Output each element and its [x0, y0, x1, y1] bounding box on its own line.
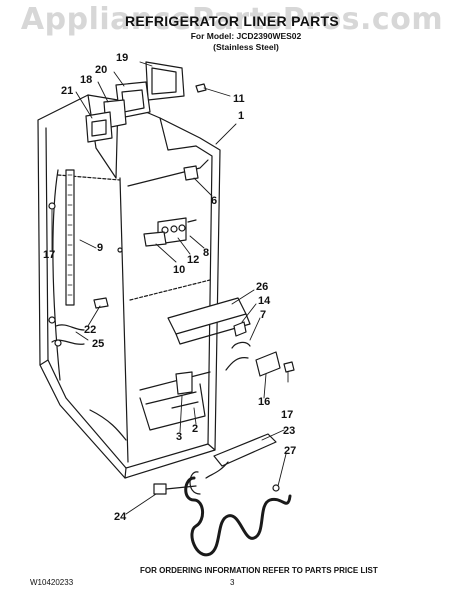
diagram-title: REFRIGERATOR LINER PARTS [124, 13, 340, 29]
right-side-parts [167, 297, 295, 377]
callout-22: 22 [84, 324, 97, 336]
callout-6: 6 [211, 195, 218, 207]
callout-10: 10 [173, 264, 186, 276]
callout-20: 20 [95, 64, 108, 76]
callout-17-right: 17 [281, 409, 294, 421]
document-number: W10420233 [30, 578, 74, 587]
callout-24: 24 [114, 511, 127, 523]
callout-9: 9 [97, 242, 104, 254]
callout-16: 16 [258, 396, 271, 408]
callout-11: 11 [233, 93, 245, 105]
callout-21: 21 [61, 85, 74, 97]
left-side-parts [48, 202, 123, 347]
callout-18: 18 [80, 74, 93, 86]
bottom-bracket-parts [171, 371, 199, 409]
callout-14: 14 [258, 295, 271, 307]
callout-7: 7 [260, 309, 267, 321]
callout-26: 26 [256, 281, 269, 293]
callout-19: 19 [116, 52, 129, 64]
heater-coil [153, 433, 292, 557]
callout-27: 27 [284, 445, 297, 457]
callout-25: 25 [92, 338, 105, 350]
light-switch-parts [143, 165, 199, 247]
top-dispenser-parts [85, 61, 207, 143]
watermark-text: AppliancePartsPros.com [20, 2, 444, 37]
callout-8: 8 [203, 247, 210, 259]
ordering-note: FOR ORDERING INFORMATION REFER TO PARTS … [140, 566, 378, 575]
callout-12: 12 [187, 254, 200, 266]
callout-1: 1 [238, 110, 245, 122]
page-number: 3 [230, 578, 235, 587]
callout-23: 23 [283, 425, 296, 437]
callout-leader-lines [51, 61, 289, 515]
callout-3: 3 [176, 431, 183, 443]
finish-line: (Stainless Steel) [213, 42, 279, 52]
liner-tub [37, 94, 221, 479]
callout-17-left: 17 [43, 249, 56, 261]
callout-2: 2 [192, 423, 199, 435]
model-line: For Model: JCD2390WES02 [190, 31, 302, 41]
part-9-rail [65, 169, 75, 306]
